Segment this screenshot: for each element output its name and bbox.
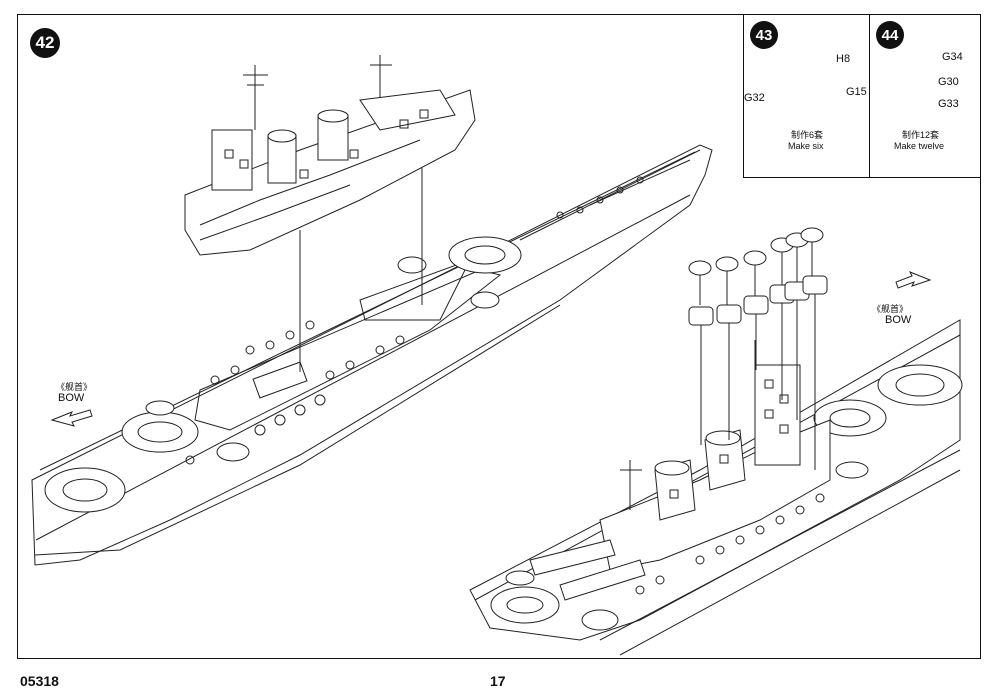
- part-label: G30: [938, 76, 959, 88]
- part-label: G33: [938, 98, 959, 110]
- bow-label-cn: 《舰首》: [56, 382, 93, 392]
- left-ship-hull: [31, 144, 713, 566]
- right-bow-arrow: [895, 271, 932, 289]
- step-number-badge: 42: [30, 28, 60, 58]
- quantity-label-cn: 制作6套: [791, 130, 824, 140]
- part-label: G34: [942, 51, 963, 63]
- step-number-badge: 44: [876, 21, 904, 49]
- instruction-frame: [17, 14, 981, 659]
- quantity-label-en: Make twelve: [894, 141, 945, 151]
- exploded-parts: [688, 227, 828, 470]
- bow-label-en: BOW: [58, 392, 85, 404]
- bow-label-en: BOW: [885, 314, 912, 326]
- product-code: 05318: [20, 673, 59, 689]
- page-number: 17: [490, 673, 506, 689]
- right-superstructure: [529, 340, 831, 601]
- step-number-badge: 43: [750, 21, 778, 49]
- bow-label-cn: 《舰首》: [872, 304, 909, 314]
- part-label: G15: [846, 86, 867, 98]
- quantity-label-cn: 制作12套: [902, 130, 940, 140]
- left-bow-arrow: [50, 409, 93, 427]
- left-superstructure: [184, 55, 476, 256]
- part-label: H8: [836, 53, 851, 65]
- quantity-label-en: Make six: [788, 141, 824, 151]
- part-label: G32: [744, 92, 765, 104]
